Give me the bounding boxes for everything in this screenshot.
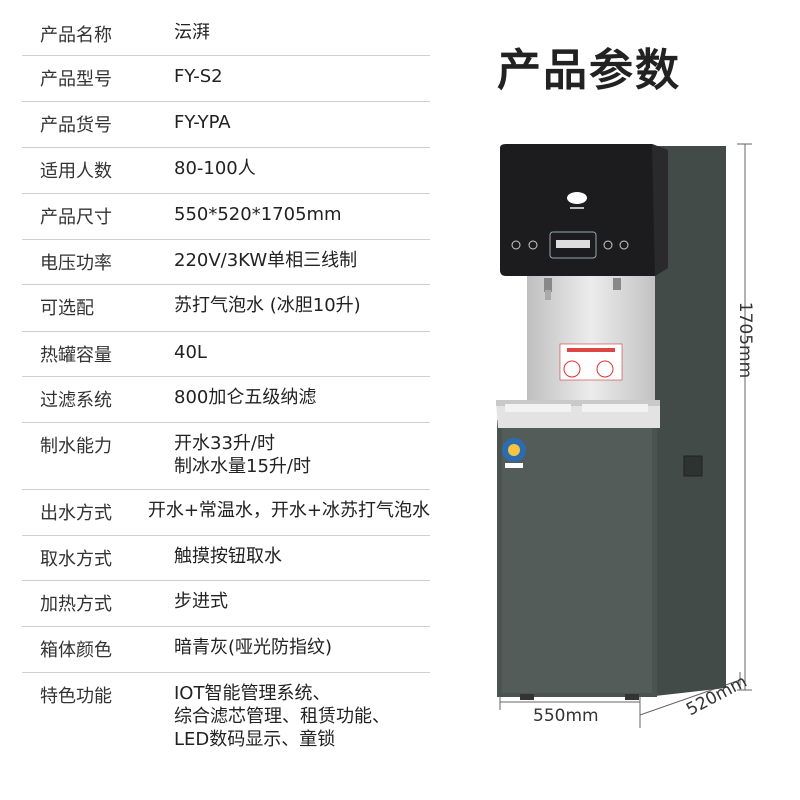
spec-value-line: 800加仑五级纳滤 xyxy=(174,387,317,408)
spec-value-line: FY-YPA xyxy=(174,112,231,133)
spec-value-line: 220V/3KW单相三线制 xyxy=(174,250,358,271)
spec-value-line: 触摸按钮取水 xyxy=(174,546,282,567)
spec-value-line: 80-100人 xyxy=(174,158,256,179)
spec-label: 产品货号 xyxy=(40,115,112,136)
spec-row: 取水方式 触摸按钮取水 xyxy=(22,536,430,581)
spec-value-line: 550*520*1705mm xyxy=(174,204,342,225)
spec-value: 开水+常温水，开水+冰苏打气泡水 xyxy=(148,490,430,535)
warning-sticker xyxy=(559,343,623,381)
spec-label: 可选配 xyxy=(40,298,94,319)
spec-value-line: 40L xyxy=(174,342,207,363)
spec-table: 产品名称 沄湃产品型号 FY-S2 产品货号 FY-YPA 适用人数 80-100人产品尺寸… xyxy=(22,12,430,773)
spec-value-line: 制冰水量15升/时 xyxy=(174,456,311,477)
spec-value: 触摸按钮取水 xyxy=(174,536,430,580)
spec-value-line: 苏打气泡水 (冰胆10升) xyxy=(174,295,361,316)
spec-row: 电压功率 220V/3KW单相三线制 xyxy=(22,240,430,285)
spec-value: 40L xyxy=(174,332,430,376)
spec-label: 加热方式 xyxy=(40,594,112,615)
spec-label: 产品尺寸 xyxy=(40,207,112,228)
height-dimension-label: 1705mm xyxy=(735,301,755,379)
spec-label: 过滤系统 xyxy=(40,390,112,411)
spec-row: 适用人数 80-100人 xyxy=(22,148,430,194)
spec-value-line: FY-S2 xyxy=(174,66,223,87)
spec-value-line: 暗青灰(哑光防指纹) xyxy=(174,637,333,658)
spec-value-line: 开水+常温水，开水+冰苏打气泡水 xyxy=(147,500,430,521)
spec-value: 550*520*1705mm xyxy=(174,194,430,239)
spec-value: 800加仑五级纳滤 xyxy=(174,377,430,422)
steel-panel xyxy=(527,270,655,402)
spec-value: IOT智能管理系统、综合滤芯管理、租赁功能、LED数码显示、童锁 xyxy=(174,673,430,773)
spec-value-line: LED数码显示、童锁 xyxy=(174,729,336,750)
spec-value-line: 综合滤芯管理、租赁功能、 xyxy=(174,706,390,727)
spec-row: 产品名称 沄湃 xyxy=(22,12,430,56)
brand-logo-icon xyxy=(567,192,587,204)
spec-value-line: 步进式 xyxy=(174,591,228,612)
side-handle xyxy=(683,455,703,477)
spec-value: 步进式 xyxy=(174,581,430,626)
spec-value-line: 沄湃 xyxy=(174,22,210,43)
right-tap xyxy=(613,278,621,290)
spec-value: 80-100人 xyxy=(174,148,430,193)
spec-value: 开水33升/时制冰水量15升/时 xyxy=(174,423,430,489)
width-dimension-label: 550mm xyxy=(533,706,599,726)
depth-dimension-label: 520mm xyxy=(683,671,751,721)
spec-label: 热罐容量 xyxy=(40,345,112,366)
spec-row: 热罐容量 40L xyxy=(22,332,430,377)
dispenser-lower-inner xyxy=(502,425,652,693)
spec-label: 取水方式 xyxy=(40,549,112,570)
spec-value-line: 开水33升/时 xyxy=(174,433,275,454)
spec-value: 苏打气泡水 (冰胆10升) xyxy=(174,285,430,331)
spec-row: 出水方式 开水+常温水，开水+冰苏打气泡水 xyxy=(22,490,430,536)
page-title: 产品参数 xyxy=(497,45,681,96)
spec-row: 加热方式 步进式 xyxy=(22,581,430,627)
spec-label: 电压功率 xyxy=(40,253,112,274)
spec-value: 220V/3KW单相三线制 xyxy=(174,240,430,284)
spec-value: FY-YPA xyxy=(174,102,430,147)
spec-label: 适用人数 xyxy=(40,161,112,182)
spec-label: 产品型号 xyxy=(40,69,112,90)
spec-label: 制水能力 xyxy=(40,436,112,457)
spec-label: 特色功能 xyxy=(40,686,112,707)
spec-value: 暗青灰(哑光防指纹) xyxy=(174,627,430,672)
drip-tray xyxy=(496,402,660,428)
spec-label: 出水方式 xyxy=(40,503,112,524)
control-display xyxy=(511,231,629,259)
spec-label: 箱体颜色 xyxy=(40,640,112,661)
spec-row: 产品尺寸 550*520*1705mm xyxy=(22,194,430,240)
spec-row: 特色功能 IOT智能管理系统、综合滤芯管理、租赁功能、LED数码显示、童锁 xyxy=(22,673,430,773)
quality-badge-icon xyxy=(502,438,526,462)
spec-value: 沄湃 xyxy=(174,12,430,55)
spec-value-line: IOT智能管理系统、 xyxy=(174,683,331,704)
spec-row: 可选配 苏打气泡水 (冰胆10升) xyxy=(22,285,430,332)
dispenser-side xyxy=(655,146,726,696)
spec-value: FY-S2 xyxy=(174,56,430,101)
dispenser-lower-body xyxy=(497,420,657,697)
spec-row: 过滤系统 800加仑五级纳滤 xyxy=(22,377,430,423)
spec-row: 产品型号 FY-S2 xyxy=(22,56,430,102)
spec-row: 产品货号 FY-YPA xyxy=(22,102,430,148)
dimension-lines xyxy=(499,143,752,728)
spec-row: 制水能力 开水33升/时制冰水量15升/时 xyxy=(22,423,430,490)
spec-label: 产品名称 xyxy=(40,25,112,46)
control-unit xyxy=(500,144,668,276)
spec-row: 箱体颜色 暗青灰(哑光防指纹) xyxy=(22,627,430,673)
left-tap xyxy=(544,278,552,292)
